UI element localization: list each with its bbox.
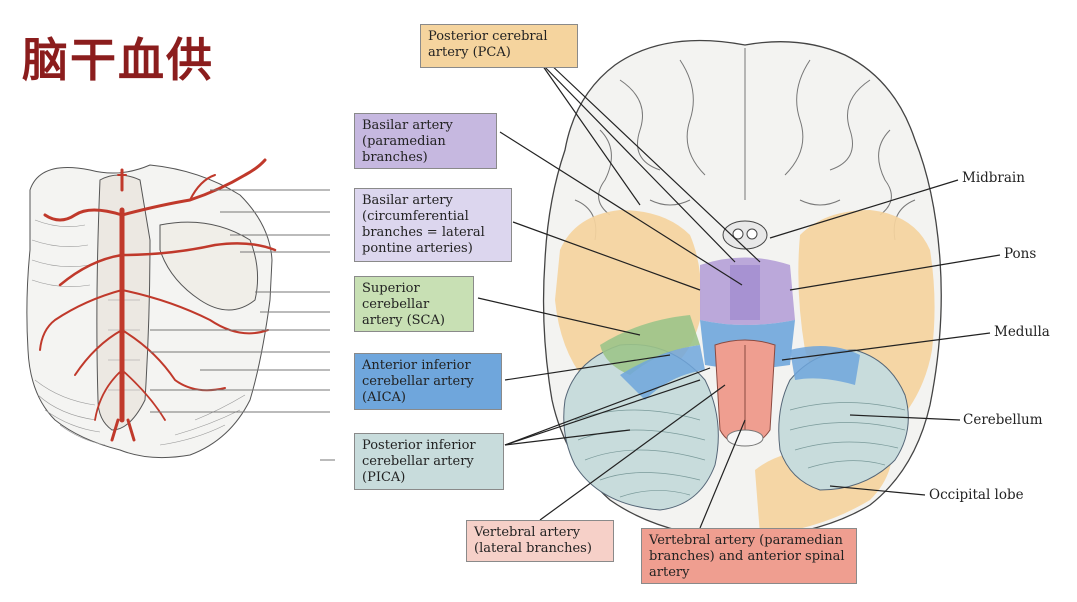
label-basilar-paramedian: Basilar artery (paramedian branches) xyxy=(354,113,497,169)
label-cerebellum: Cerebellum xyxy=(963,412,1043,428)
page-title: 脑干血供 xyxy=(22,33,214,87)
label-basilar-circumferential: Basilar artery (circumferential branches… xyxy=(354,188,512,262)
label-aica: Anterior inferior cerebellar artery (AIC… xyxy=(354,353,502,410)
label-pons: Pons xyxy=(1004,246,1037,262)
label-medulla: Medulla xyxy=(994,324,1050,340)
label-vertebral-paramedian: Vertebral artery (paramedian branches) a… xyxy=(641,528,857,584)
label-pica: Posterior inferior cerebellar artery (PI… xyxy=(354,433,504,490)
label-occipital-lobe: Occipital lobe xyxy=(929,487,1024,503)
label-vertebral-lateral: Vertebral artery (lateral branches) xyxy=(466,520,614,562)
label-pca: Posterior cerebral artery (PCA) xyxy=(420,24,578,68)
label-midbrain: Midbrain xyxy=(962,170,1025,186)
label-sca: Superior cerebellar artery (SCA) xyxy=(354,276,474,332)
